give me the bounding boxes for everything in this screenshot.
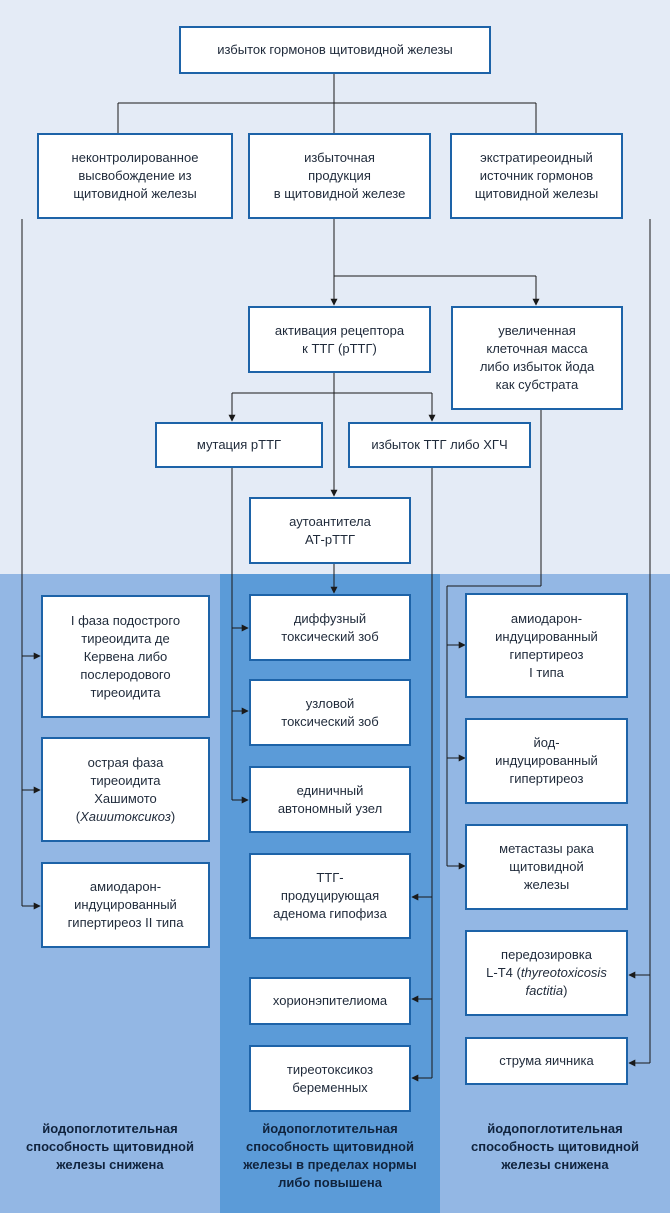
box-struma-ovarii: струма яичника (465, 1037, 628, 1085)
overdose-close: ) (563, 983, 568, 998)
caption-right: йодопоглотительная способность щитовидно… (471, 1121, 639, 1172)
top-zone (0, 0, 670, 574)
hashimoto-text: острая фаза тиреоидита Хашимото ( (75, 754, 164, 824)
overdose-italic: thyreotoxicosis factitia (520, 965, 607, 998)
hashimoto-italic: Хашитоксикоз (80, 808, 171, 824)
box-tsh-hcg-excess: избыток ТТГ либо ХГЧ (348, 422, 531, 468)
box-solitary-node: единичный автономный узел (249, 766, 411, 833)
box-receptor-mutation: мутация рТТГ (155, 422, 323, 468)
hashimoto-close: ) (170, 808, 176, 824)
box-subacute-thyroiditis: I фаза подострого тиреоидита де Кервена … (41, 595, 210, 718)
box-diffuse-goiter: диффузный токсический зоб (249, 594, 411, 661)
box-extrathyroid-source: экстратиреоидный источник гормонов щитов… (450, 133, 623, 219)
box-hashimoto: острая фаза тиреоидита Хашимото (Хашиток… (41, 737, 210, 842)
box-metastases: метастазы рака щитовидной железы (465, 824, 628, 910)
box-amiodarone-type2: амиодарон- индуцированный гипертиреоз II… (41, 862, 210, 948)
box-iodine-induced: йод- индуцированный гипертиреоз (465, 718, 628, 804)
box-nodular-goiter: узловой токсический зоб (249, 679, 411, 746)
box-chorionepithelioma: хорионэпителиома (249, 977, 411, 1025)
box-overproduction: избыточная продукция в щитовидной железе (248, 133, 431, 219)
box-autoantibodies: аутоантитела АТ-рТТГ (249, 497, 411, 564)
overdose-text: передозировка L-T4 ( (486, 947, 592, 980)
box-uncontrolled-release: неконтролированное высвобождение из щито… (37, 133, 233, 219)
box-receptor-activation: активация рецептора к ТТГ (рТТГ) (248, 306, 431, 373)
box-l-t4-overdose: передозировка L-T4 (thyreotoxicosis fact… (465, 930, 628, 1016)
box-tsh-adenoma: ТТГ- продуцирующая аденома гипофиза (249, 853, 411, 939)
box-amiodarone-type1: амиодарон- индуцированный гипертиреоз I … (465, 593, 628, 698)
box-hormone-excess: избыток гормонов щитовидной железы (179, 26, 491, 74)
box-pregnancy-thyrotoxicosis: тиреотоксикоз беременных (249, 1045, 411, 1112)
caption-center: йодопоглотительная способность щитовидно… (243, 1121, 417, 1190)
caption-left: йодопоглотительная способность щитовидно… (26, 1121, 194, 1172)
box-increased-mass: увеличенная клеточная масса либо избыток… (451, 306, 623, 410)
